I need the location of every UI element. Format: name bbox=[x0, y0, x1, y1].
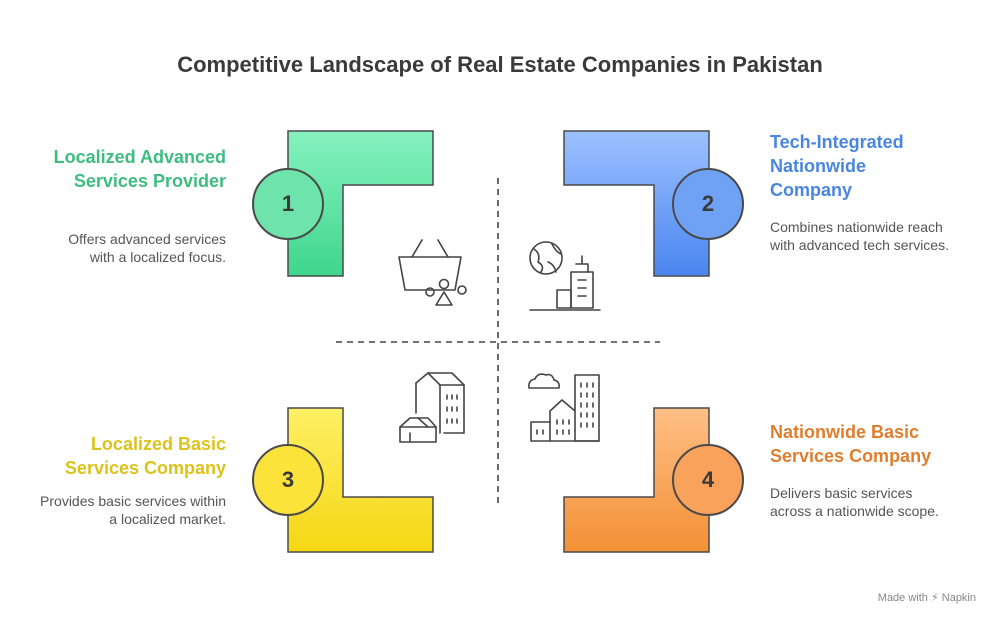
quadrant-3-shape bbox=[287, 407, 434, 553]
quadrant-2-badge: 2 bbox=[672, 168, 744, 240]
quadrant-2-description: Combines nationwide reach with advanced … bbox=[770, 219, 949, 253]
quadrant-2-title: Tech-Integrated Nationwide Company bbox=[770, 132, 904, 200]
quadrant-4-title: Nationwide Basic Services Company bbox=[770, 422, 932, 466]
quadrant-4-shape bbox=[563, 407, 710, 553]
quadrant-4-description: Delivers basic services across a nationw… bbox=[770, 485, 939, 519]
page-title: Competitive Landscape of Real Estate Com… bbox=[177, 52, 823, 77]
city-cloud-icon bbox=[528, 373, 600, 442]
quadrant-3-badge: 3 bbox=[252, 444, 324, 516]
quadrant-1-shape bbox=[287, 130, 434, 277]
quadrant-3-title: Localized Basic Services Company bbox=[64, 434, 226, 478]
napkin-watermark: Made with ⚡ Napkin bbox=[877, 592, 976, 604]
basket-icon bbox=[398, 239, 467, 306]
globe-city-icon bbox=[529, 241, 601, 311]
quadrant-1-description: Offers advanced services with a localize… bbox=[68, 231, 226, 265]
quadrant-1-title: Localized Advanced Services Provider bbox=[53, 147, 226, 191]
houses-icon bbox=[399, 372, 465, 443]
quadrant-4-badge: 4 bbox=[672, 444, 744, 516]
quadrant-3-description: Provides basic services within a localiz… bbox=[40, 493, 226, 527]
quadrant-2-shape bbox=[563, 130, 710, 277]
quadrant-1-badge: 1 bbox=[252, 168, 324, 240]
